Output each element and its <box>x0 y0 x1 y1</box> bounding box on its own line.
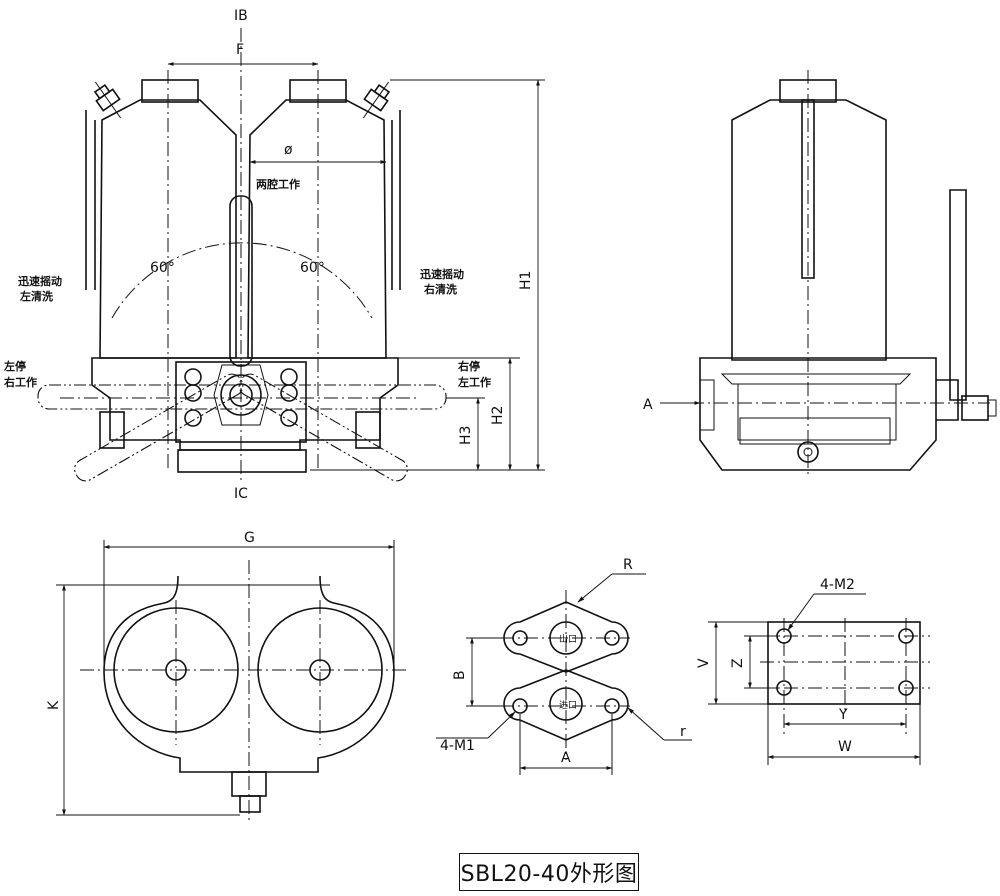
label-right-flush-1: 迅速摇动 <box>420 267 464 281</box>
dimension-Y: Y <box>783 707 907 726</box>
handle-swing-arc <box>111 242 373 319</box>
dimension-A-label: A <box>561 750 571 766</box>
label-both-working: 两腔工作 <box>256 177 300 191</box>
dimension-B: B <box>452 637 512 707</box>
side-view: A <box>643 70 997 475</box>
side-lever <box>949 189 967 401</box>
drawing-title: SBL20-40外形图 <box>459 853 639 891</box>
dimension-H2: H2 <box>398 357 520 471</box>
dimension-R-label: R <box>623 557 633 573</box>
mount-view: 4-M2 V Z Y W <box>696 577 930 765</box>
left-vent-plug <box>93 81 122 119</box>
leader-R: R <box>577 557 646 603</box>
handle-both-working: 两腔工作 <box>229 177 300 367</box>
dimension-H3: H3 <box>446 397 485 471</box>
dimension-Z-label: Z <box>730 658 746 668</box>
port-outlet-label: 出口 <box>559 633 577 645</box>
mount-holes-label: 4-M2 <box>820 577 855 593</box>
flange-holes-label: 4-M1 <box>440 738 475 754</box>
dimension-phi-label: ø <box>284 142 293 158</box>
plan-view: G K <box>46 530 410 820</box>
arrow-A-label: A <box>643 397 653 413</box>
dimension-G: G <box>103 530 395 668</box>
label-left-stop-1: 左停 <box>3 359 26 373</box>
right-vent-plug <box>362 81 391 119</box>
label-right-stop-2: 左工作 <box>457 375 491 389</box>
dimension-A: A <box>519 714 613 775</box>
dimension-K: K <box>46 584 330 816</box>
dimension-V-label: V <box>696 658 712 668</box>
dimension-W-label: W <box>838 739 852 755</box>
leader-4-M2: 4-M2 <box>787 577 866 631</box>
flange-view: 出口 进口 R r 4-M1 B A <box>436 557 692 775</box>
dimension-phi: ø <box>249 142 387 164</box>
dimension-r-label: r <box>680 724 686 740</box>
dimension-V: V <box>696 621 768 705</box>
label-left-flush-2: 左清洗 <box>19 289 53 303</box>
dimension-F: F <box>167 42 319 66</box>
dimension-Z: Z <box>730 635 778 689</box>
section-label-top: IB <box>234 8 248 24</box>
dimension-H1-label: H1 <box>518 271 534 290</box>
front-view: IB IC <box>3 8 545 502</box>
angle-label-right: 60° <box>300 260 325 276</box>
leader-r: r <box>627 707 692 741</box>
flange-outlet <box>503 601 629 673</box>
valve-body <box>60 357 420 473</box>
dimension-K-label: K <box>46 700 62 710</box>
leader-4-M1: 4-M1 <box>436 711 516 754</box>
handle-horizontal-phantom <box>37 384 447 410</box>
dimension-H2-label: H2 <box>490 406 506 425</box>
port-inlet-label: 进口 <box>559 700 577 711</box>
handle-left-flush-phantom <box>74 373 244 482</box>
section-label-bottom: IC <box>234 486 248 502</box>
left-filter-bowl <box>85 70 237 470</box>
dimension-Y-label: Y <box>838 707 848 723</box>
dimension-B-label: B <box>452 670 468 680</box>
label-right-flush-2: 右清洗 <box>423 282 457 296</box>
dimension-W: W <box>767 704 921 765</box>
mount-plate <box>767 621 921 705</box>
dimension-G-label: G <box>244 530 255 546</box>
dimension-F-label: F <box>236 42 244 58</box>
dimension-H1: H1 <box>310 79 545 471</box>
angle-label-left: 60° <box>150 260 175 276</box>
label-left-stop-2: 右工作 <box>3 375 37 389</box>
handle-right-flush-phantom <box>238 373 408 482</box>
dimension-H3-label: H3 <box>458 426 474 445</box>
label-right-stop-1: 右停 <box>457 359 480 373</box>
label-left-flush-1: 迅速摇动 <box>18 274 62 288</box>
